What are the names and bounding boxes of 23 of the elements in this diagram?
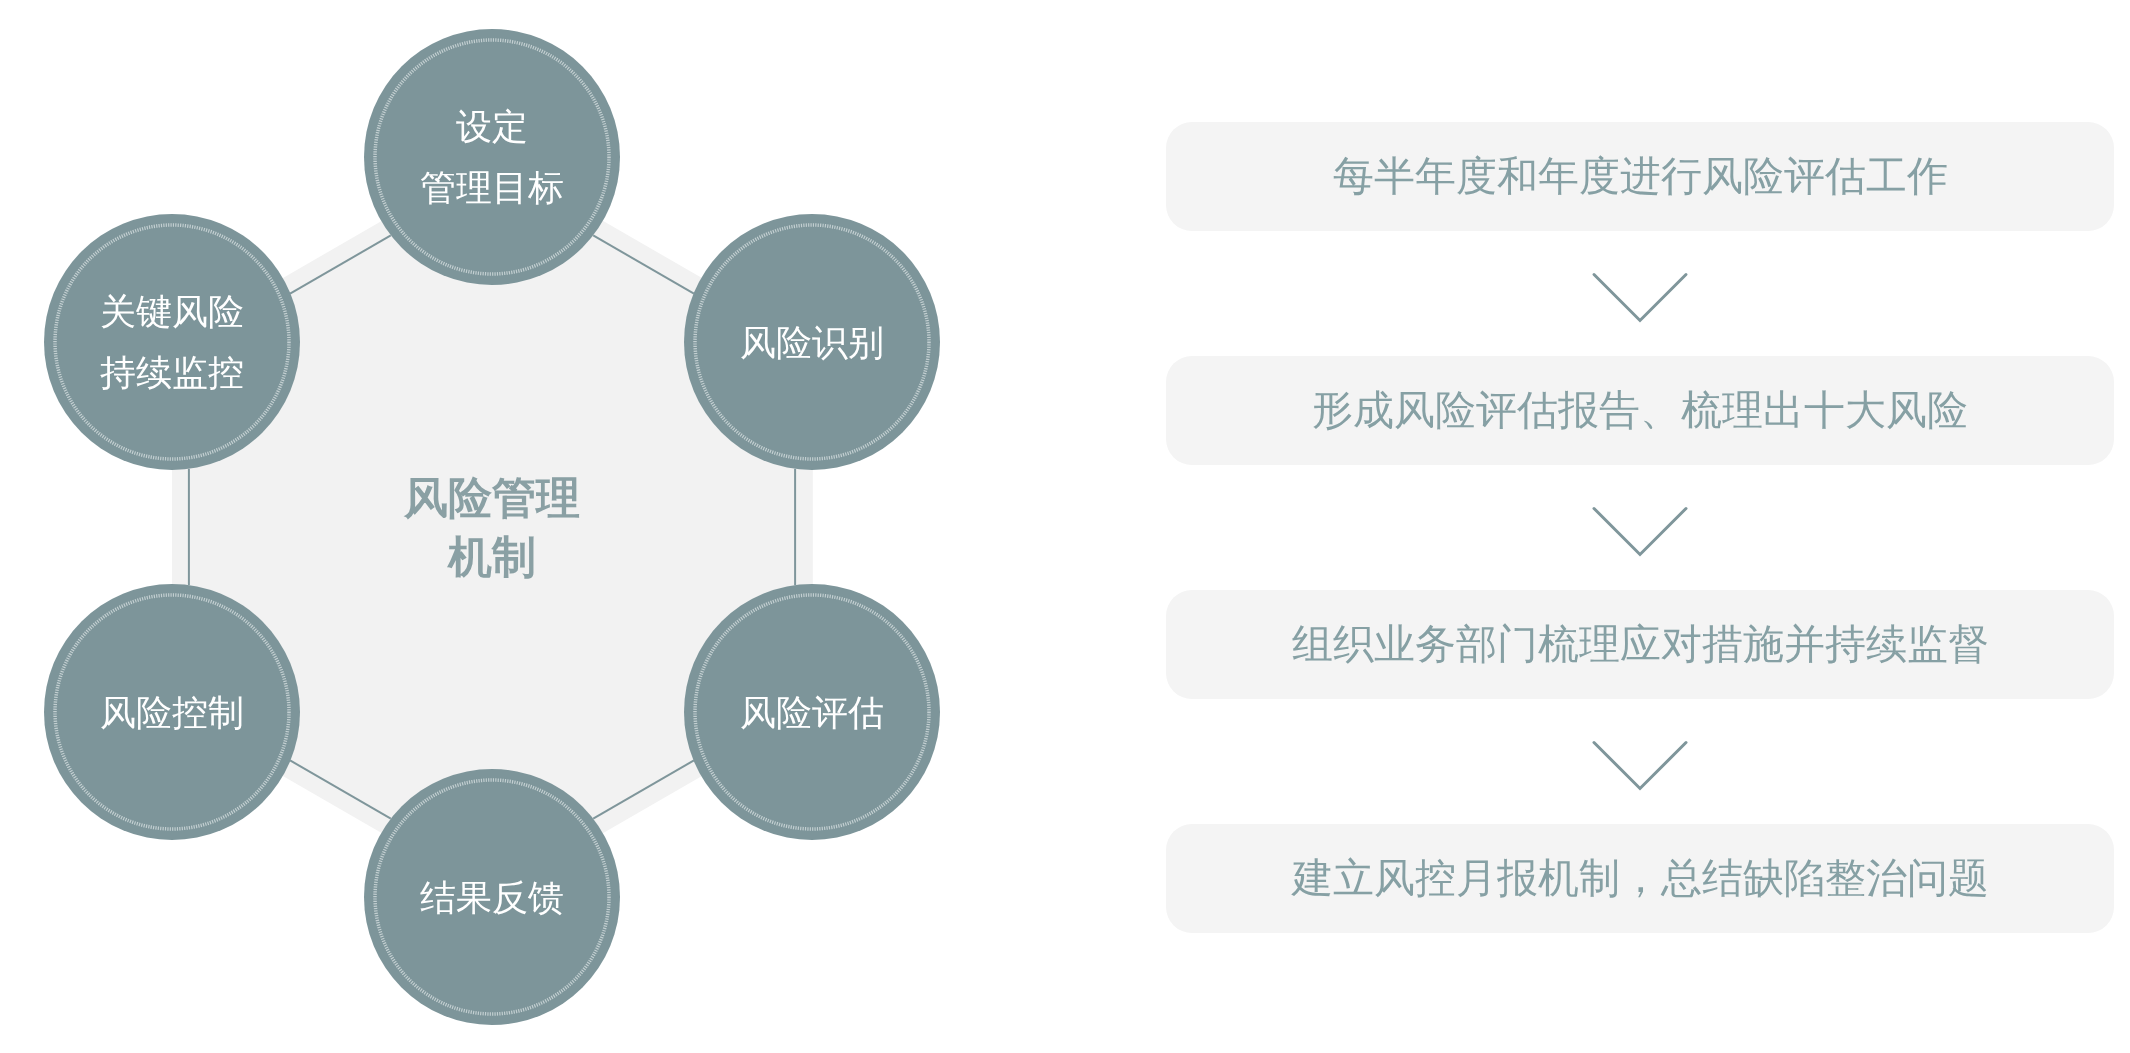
stage-label: 关键风险持续监控: [98, 290, 245, 395]
stage-circle: [43, 584, 300, 840]
step-text: 形成风险评估报告、梳理出十大风险: [1312, 385, 1968, 436]
connector-line: [289, 759, 392, 820]
stage-circle: [364, 769, 620, 1025]
step-text: 建立风控月报机制，总结缺陷整治问题: [1291, 853, 1989, 904]
connector-line: [592, 234, 695, 295]
stage-label: 结果反馈: [419, 875, 565, 920]
stage-label: 风险评估: [739, 690, 886, 735]
stage-circle: [684, 584, 941, 840]
center-title: 风险管理机制: [403, 471, 582, 584]
step-text: 每半年度和年度进行风险评估工作: [1332, 151, 1948, 202]
stage-circle: [43, 214, 300, 470]
stage-circle: [364, 29, 620, 285]
stage-label: 设定管理目标: [419, 105, 565, 210]
connector-line: [289, 234, 392, 295]
connector-line: [794, 467, 797, 587]
stage-label: 风险控制: [98, 690, 245, 735]
step-text: 组织业务部门梳理应对措施并持续监督: [1291, 619, 1989, 670]
connector-line: [187, 467, 190, 587]
stage-label: 风险识别: [739, 320, 886, 365]
connector-line: [592, 759, 695, 820]
stage-circle: [684, 214, 941, 470]
